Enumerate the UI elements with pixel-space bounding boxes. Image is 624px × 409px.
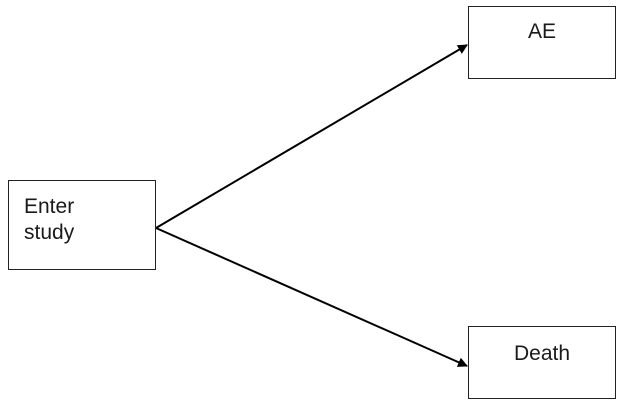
enter-study-label: Enter study bbox=[24, 195, 75, 245]
ae-label: AE bbox=[527, 20, 556, 43]
death-label: Death bbox=[513, 342, 571, 365]
arrow-to-death bbox=[155, 227, 468, 367]
death-box: Death bbox=[468, 326, 616, 399]
arrow-to-ae bbox=[155, 44, 468, 229]
enter-study-box: Enter study bbox=[8, 180, 156, 270]
ae-box: AE bbox=[468, 6, 616, 79]
